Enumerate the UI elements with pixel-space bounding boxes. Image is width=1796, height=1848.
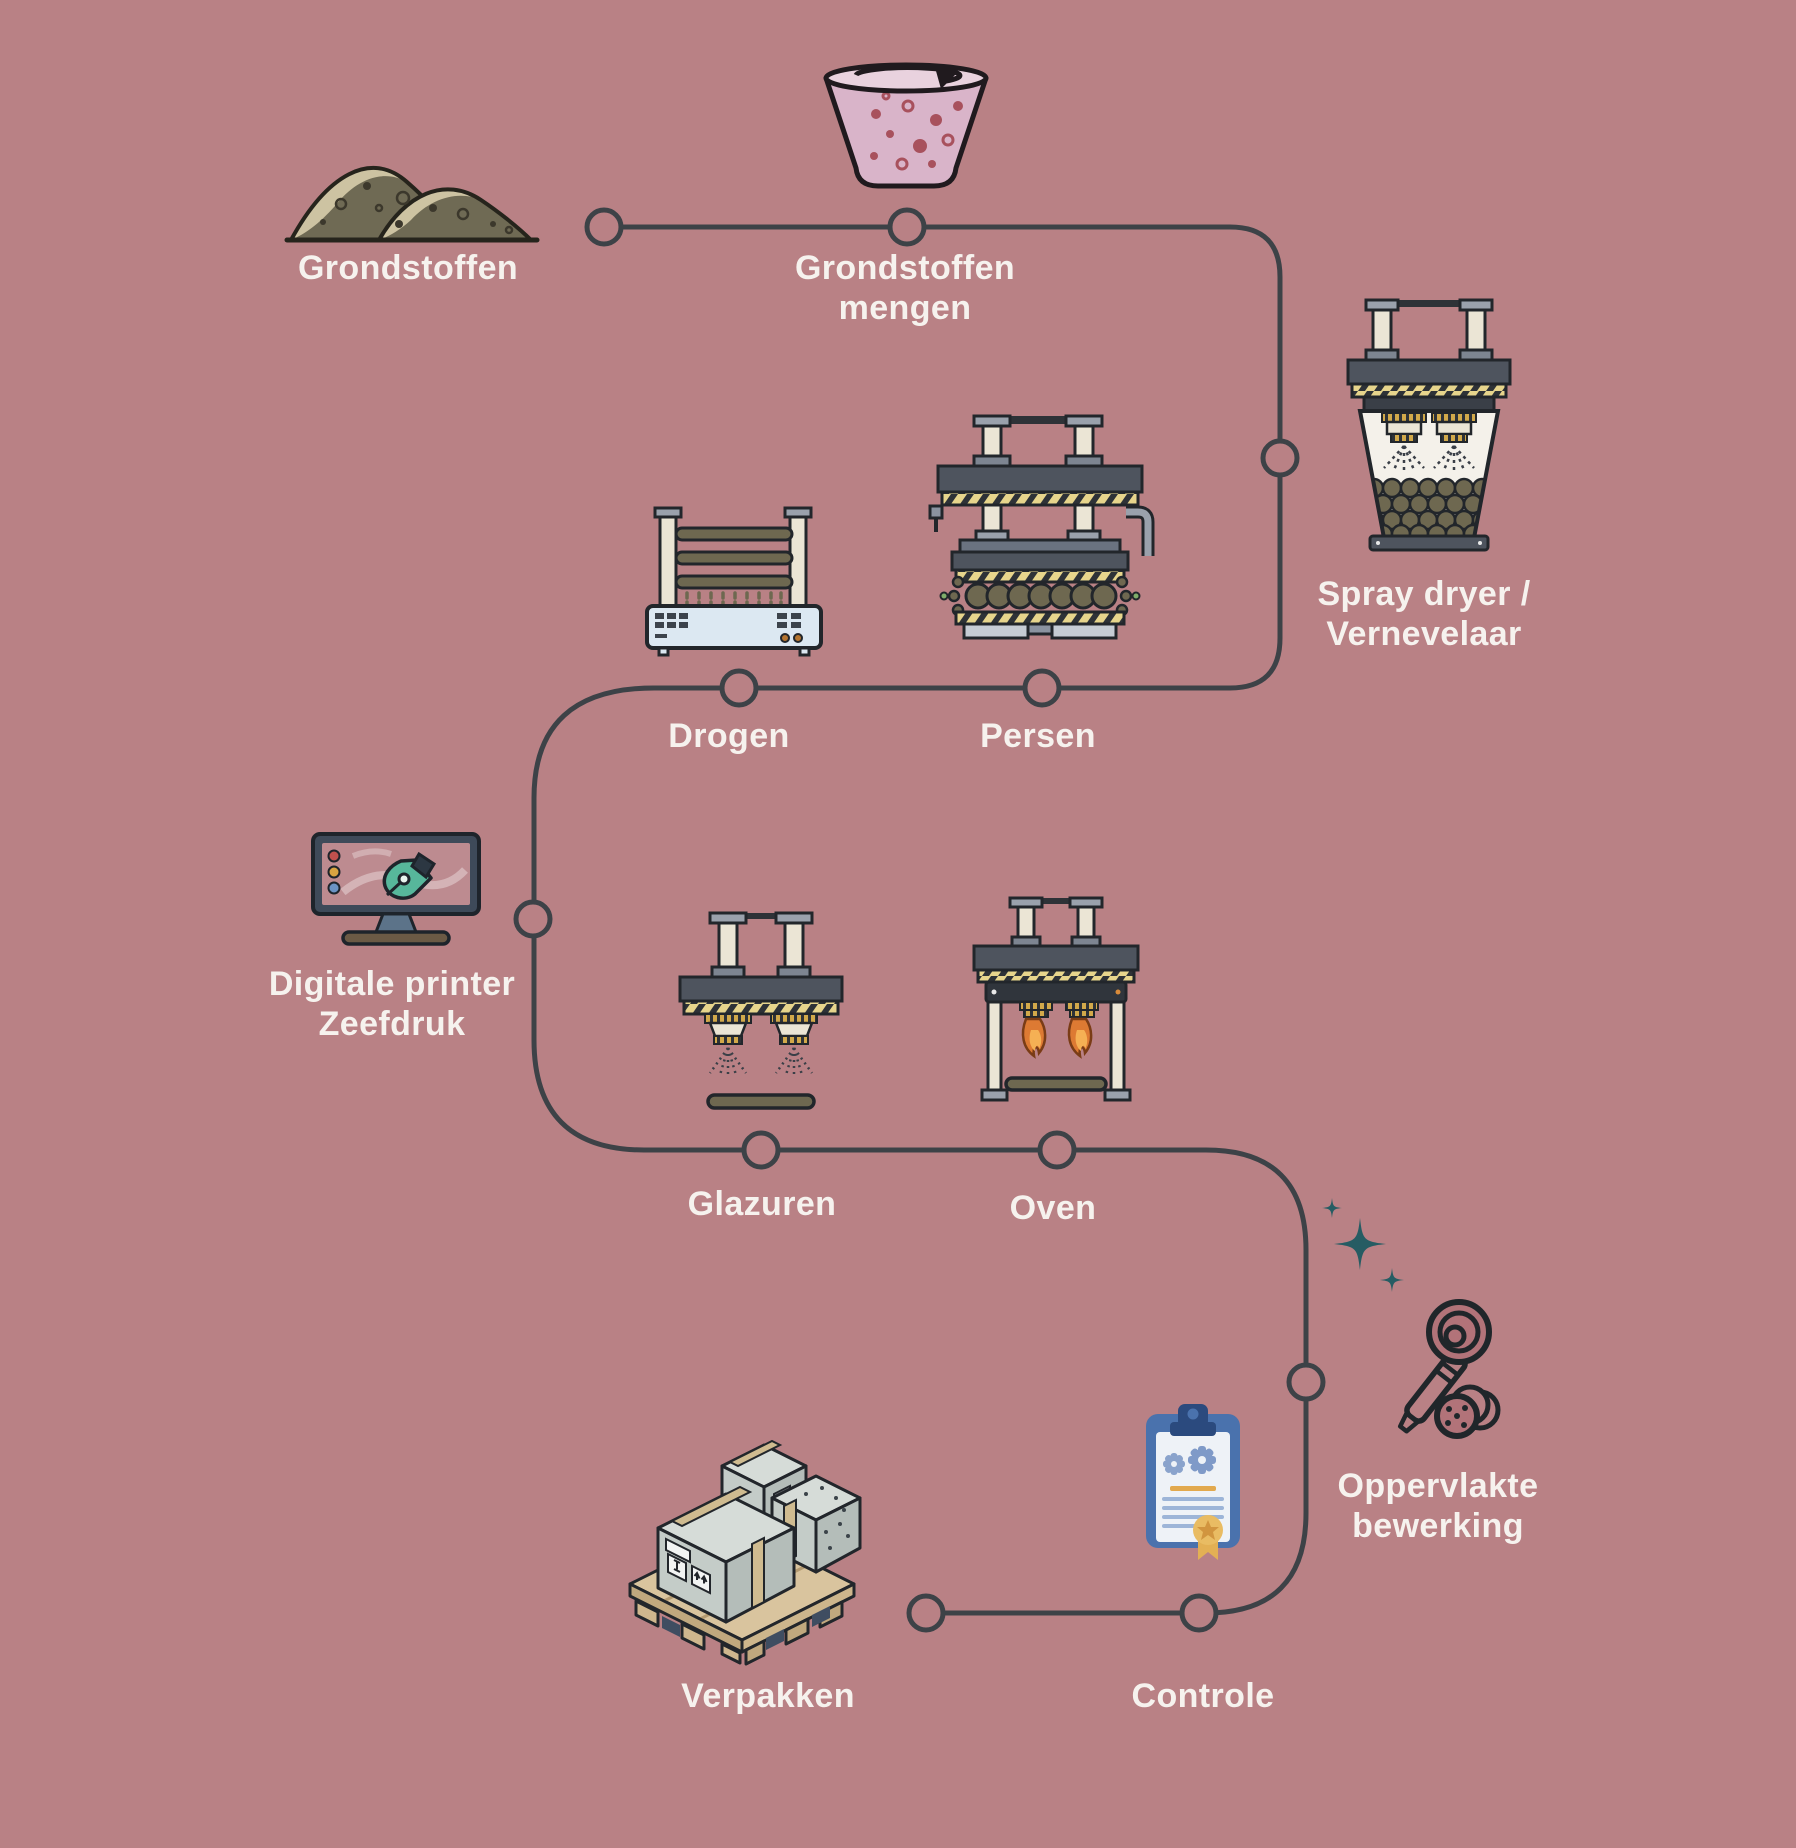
label-oven: Oven [1009, 1189, 1097, 1227]
label-verpakken: Verpakken [681, 1677, 855, 1715]
packed-pallet-icon [628, 1439, 862, 1666]
node-grondstoffen [584, 207, 624, 247]
label-drogen: Drogen [668, 717, 790, 755]
digital-printer-monitor-icon [311, 832, 481, 946]
sparkle-icon [1322, 1198, 1404, 1292]
node-persen [1022, 668, 1062, 708]
kiln-oven-machine-icon [972, 896, 1140, 1102]
glazing-machine-icon [678, 911, 844, 1110]
fragile-label-icon [667, 1552, 687, 1583]
raw-materials-pile-icon [284, 165, 540, 243]
drying-rack-machine-icon [645, 506, 823, 657]
surface-polisher-icon [1397, 1299, 1501, 1439]
mixing-bowl-icon [823, 62, 989, 189]
node-glazuren [741, 1130, 781, 1170]
award-ribbon-icon [1193, 1515, 1223, 1560]
label-glazuren: Glazuren [687, 1185, 837, 1223]
label-oppervlakte: Oppervlakte bewerking [1337, 1467, 1539, 1545]
gear-icon [1163, 1446, 1216, 1475]
press-machine-icon [928, 414, 1155, 640]
node-oven [1037, 1130, 1077, 1170]
spray-dryer-machine-icon [1346, 298, 1512, 552]
node-verpakken [906, 1593, 946, 1633]
label-digitale-printer: Digitale printer Zeefdruk [268, 965, 516, 1043]
node-digitale-printer [513, 899, 553, 939]
label-spray-dryer: Spray dryer / Vernevelaar [1317, 575, 1531, 653]
label-grondstoffen: Grondstoffen [297, 249, 519, 287]
node-controle [1179, 1593, 1219, 1633]
node-grondstoffen-mengen [887, 207, 927, 247]
label-controle: Controle [1131, 1677, 1275, 1715]
label-persen: Persen [980, 717, 1096, 755]
node-oppervlakte-bewerking [1286, 1362, 1326, 1402]
label-grondstoffen-mengen: Grondstoffen mengen [794, 249, 1016, 327]
inspection-clipboard-icon [1146, 1404, 1240, 1560]
this-side-up-label-icon [691, 1564, 711, 1595]
node-spray-dryer [1260, 438, 1300, 478]
node-drogen [719, 668, 759, 708]
